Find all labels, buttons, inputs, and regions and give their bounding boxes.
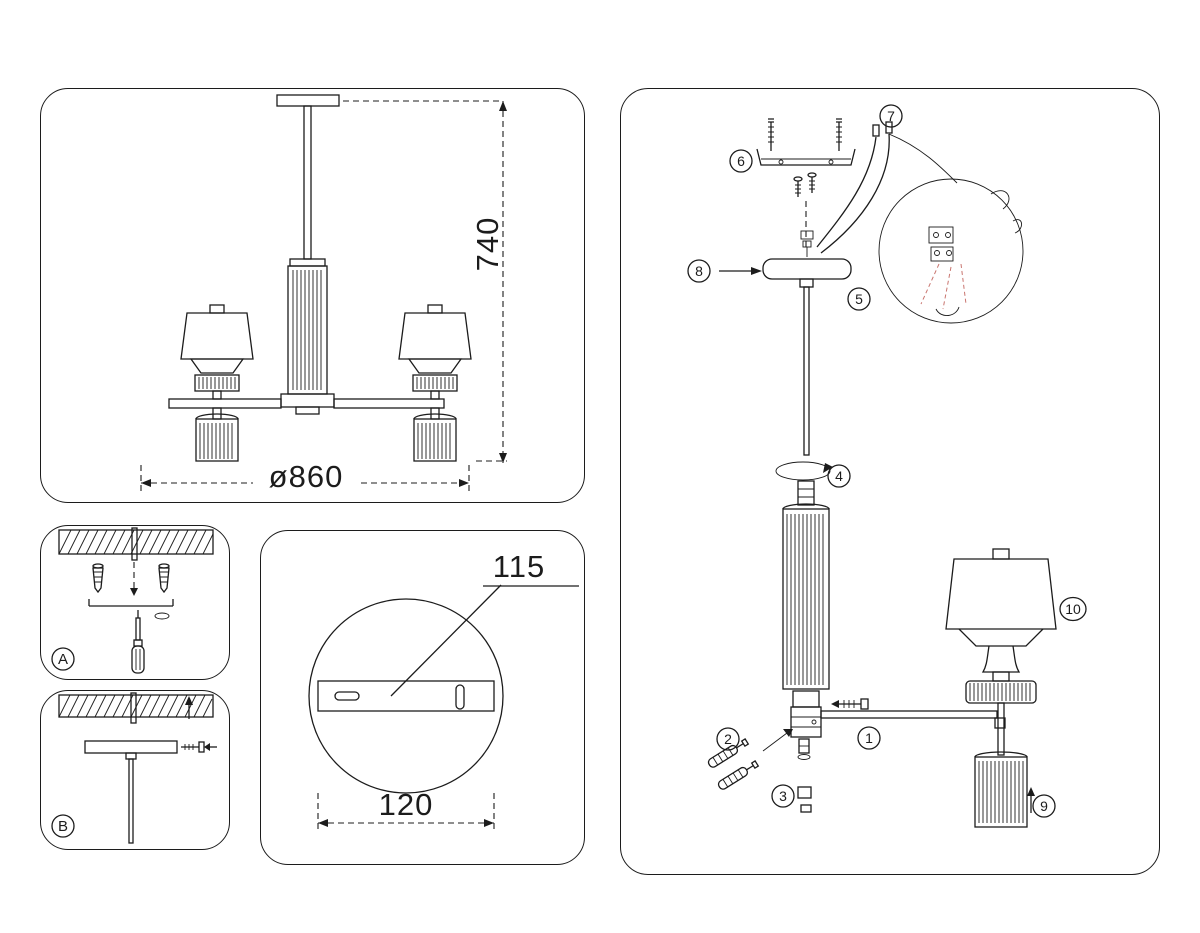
callout-9: 9 [1032, 794, 1056, 818]
mounting-bracket-line [88, 599, 174, 620]
detail-b-label: B [58, 818, 68, 835]
mounting-plate-drawing: 115 120 [308, 549, 579, 833]
width-dimension: 115 [390, 549, 579, 697]
mounting-plate [317, 680, 495, 712]
suspension-rod [803, 286, 810, 456]
expansion-anchors [707, 729, 793, 790]
ceiling-anchor-drawing: A [51, 527, 214, 674]
small-hardware [797, 786, 812, 813]
lamp-shade [945, 548, 1057, 647]
diameter-dimension: ø860 [140, 459, 470, 494]
panel-detail-a: A [40, 525, 230, 680]
lamp-stem [997, 702, 1005, 756]
hub-screw [831, 698, 869, 710]
height-dim-label: 740 [470, 217, 505, 272]
detail-circle [308, 598, 504, 794]
panel-assembly: 1 2 3 4 5 6 7 [620, 88, 1160, 875]
screwdriver [131, 610, 145, 674]
detail-b-badge: B [51, 814, 75, 838]
wall-anchor-right [158, 563, 170, 594]
callout-1: 1 [857, 726, 881, 750]
panel-plate-detail: 115 120 [260, 530, 585, 865]
wiring-detail-circle [878, 178, 1024, 324]
canopy-disc [762, 230, 852, 288]
svg-text:9: 9 [1040, 798, 1048, 814]
slot-vertical [455, 684, 465, 710]
diameter-dim-label: ø860 [269, 459, 344, 494]
svg-text:3: 3 [779, 788, 787, 804]
canopy-screws [793, 172, 817, 251]
ceiling-plate [276, 94, 340, 260]
svg-text:1: 1 [865, 730, 873, 746]
length-dimension: 120 [317, 787, 495, 833]
callout-2: 2 [716, 727, 740, 751]
central-column [280, 258, 335, 415]
svg-text:8: 8 [695, 263, 703, 279]
rotation-arrow [775, 461, 833, 481]
callout-4: 4 [827, 464, 851, 488]
up-arrow [185, 696, 193, 719]
chandelier-front-view: 740 ø860 [140, 94, 507, 494]
left-lamp [180, 304, 254, 462]
svg-text:10: 10 [1065, 601, 1081, 617]
callout-10: 10 [1059, 596, 1087, 622]
mounting-pin [130, 527, 138, 596]
detail-a-label: A [58, 651, 68, 668]
mounting-pin [130, 692, 137, 724]
panel-detail-b: B [40, 690, 230, 850]
glass-cylinder [974, 751, 1028, 828]
svg-text:2: 2 [724, 731, 732, 747]
callout-6: 6 [729, 149, 753, 173]
ceiling-hatch [58, 529, 214, 555]
lamp-socket [981, 645, 1021, 682]
column-body [782, 480, 830, 708]
callout-3: 3 [771, 784, 795, 808]
right-lamp [398, 304, 472, 462]
plate-length-label: 120 [379, 787, 434, 822]
panel-overview: 740 ø860 [40, 88, 585, 503]
detail-a-badge: A [51, 647, 75, 671]
wall-anchor-left [92, 563, 104, 594]
exploded-assembly-drawing: 1 2 3 4 5 6 7 [687, 104, 1087, 828]
plate-width-label: 115 [493, 549, 545, 584]
svg-text:7: 7 [887, 108, 895, 124]
callout-5: 5 [847, 287, 871, 311]
ribbed-ring [965, 680, 1037, 704]
callout-8: 8 [687, 259, 711, 283]
canopy-arrow [719, 267, 762, 275]
callout-7: 7 [879, 104, 903, 128]
height-dimension: 740 [343, 100, 507, 463]
slot-horizontal [334, 691, 360, 701]
svg-text:5: 5 [855, 291, 863, 307]
svg-text:4: 4 [835, 468, 843, 484]
side-screw [181, 741, 217, 753]
mounting-strap [756, 118, 856, 166]
ceiling-canopy-drawing: B [51, 692, 217, 844]
arm-hub [790, 706, 1006, 760]
svg-text:6: 6 [737, 153, 745, 169]
arms [168, 398, 445, 409]
canopy-plate [84, 740, 178, 844]
glass-up-arrow [1027, 787, 1035, 813]
